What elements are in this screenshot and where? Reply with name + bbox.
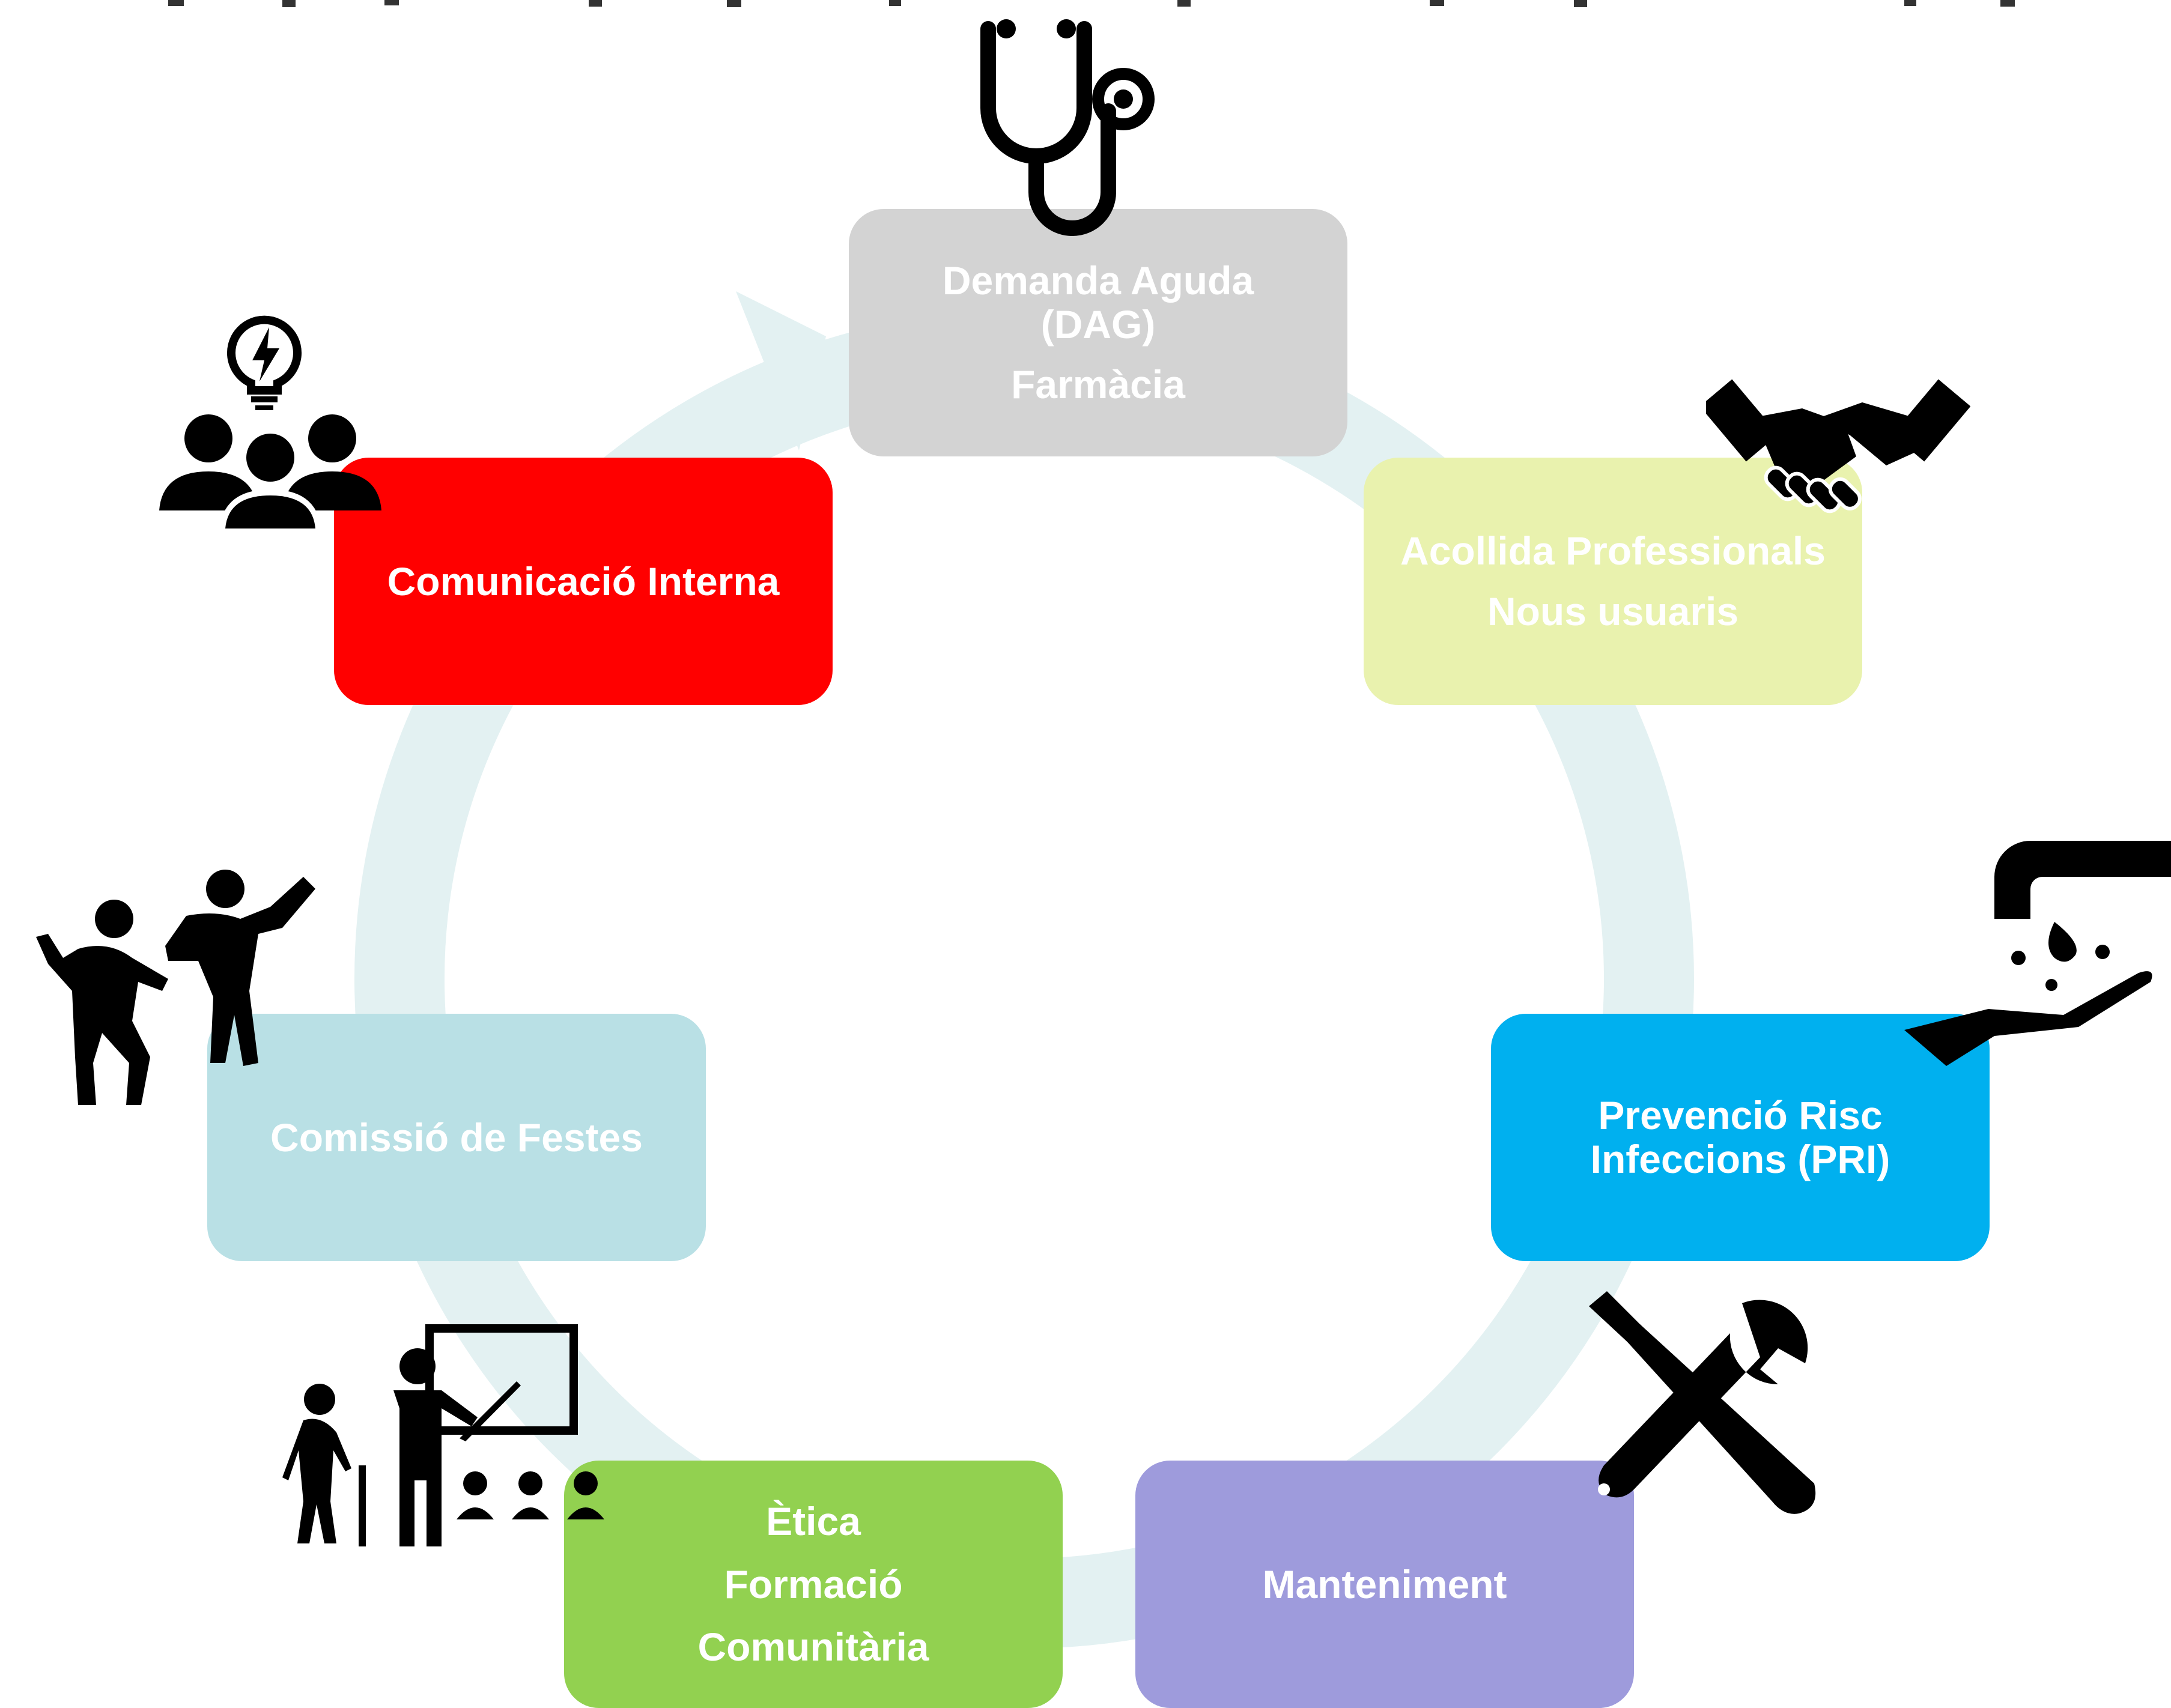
node-etica-line-2: Formació — [724, 1561, 903, 1607]
node-etica-line-3: Comunitària — [697, 1625, 929, 1670]
node-manteniment: Manteniment — [1135, 1461, 1634, 1708]
node-dag-line-1: Demanda Aguda — [942, 258, 1254, 303]
dancing-people-icon — [36, 870, 315, 1105]
node-comunicacio: Comunicació Interna — [334, 458, 833, 705]
node-etica-line-1: Ètica — [766, 1499, 861, 1544]
cropped-top-text — [0, 0, 2171, 13]
node-pri: Prevenció Risc Infeccions (PRI) — [1491, 1014, 1990, 1261]
stethoscope-icon — [980, 19, 1155, 236]
handshake-icon — [1706, 379, 1970, 513]
node-dag-line-3: Farmàcia — [1011, 362, 1185, 407]
node-acollida: Acollida Professionals Nous usuaris — [1364, 458, 1862, 705]
team-idea-icon — [159, 315, 381, 531]
node-festes: Comissió de Festes — [207, 1014, 706, 1261]
hand-washing-icon — [1904, 841, 2171, 1066]
node-pri-line-1: Prevenció Risc — [1598, 1093, 1883, 1138]
node-etica: Ètica Formació Comunitària — [564, 1461, 1063, 1708]
node-manteniment-line-1: Manteniment — [1262, 1561, 1507, 1607]
teacher-class-icon — [282, 1324, 604, 1546]
node-acollida-line-1: Acollida Professionals — [1400, 528, 1826, 574]
node-festes-line-1: Comissió de Festes — [270, 1115, 643, 1160]
node-dag-line-2: (DAG) — [1040, 301, 1156, 347]
wrench-screwdriver-icon — [1589, 1291, 1816, 1514]
cycle-arrowhead — [736, 291, 826, 450]
node-acollida-line-2: Nous usuaris — [1487, 589, 1739, 634]
node-comunicacio-line-1: Comunicació Interna — [387, 559, 780, 604]
node-pri-line-2: Infeccions (PRI) — [1590, 1137, 1890, 1181]
node-dag: Demanda Aguda (DAG) Farmàcia — [849, 209, 1347, 456]
